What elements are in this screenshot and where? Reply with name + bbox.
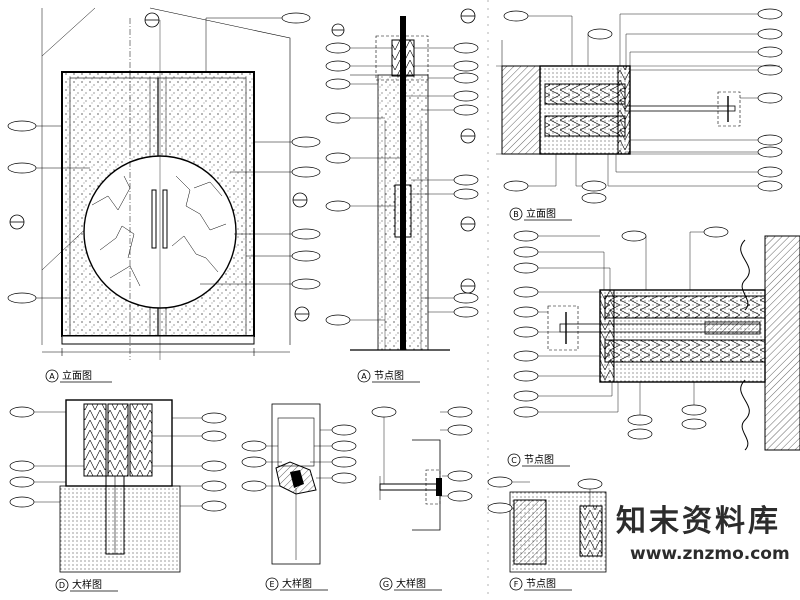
large-detail-2: E 大样图 [241,403,357,591]
node-a-caption: 节点图 [374,370,404,382]
watermark-title: 知末资料库 [616,504,781,539]
large-3-marker: G [383,580,389,589]
node-b-caption: 立面图 [526,207,556,220]
large-1-caption: 大样图 [72,578,102,591]
node-bottom-marker: F [514,580,519,589]
node-b-marker: B [513,210,519,219]
node-c-caption: 节点图 [524,454,554,466]
node-bottom-caption: 节点图 [526,578,556,590]
node-b-section: B 立面图 [496,8,783,221]
watermark: 知末资料库 www.znzmo.com [606,496,800,600]
large-3-caption: 大样图 [396,577,426,590]
elevation-view: A 立面图 [7,7,321,383]
large-2-marker: E [269,580,274,589]
large-detail-3: G 大样图 [371,406,473,591]
elevation-caption: 立面图 [62,369,92,382]
large-2-caption: 大样图 [282,577,312,590]
node-a-marker: A [361,372,367,381]
node-c-section: C 节点图 [507,226,800,467]
node-c-marker: C [511,456,517,465]
watermark-url: www.znzmo.com [630,544,790,564]
large-1-marker: D [59,581,65,590]
node-a-section: A 节点图 [325,8,479,383]
node-bottom-section: F 节点图 [487,476,607,591]
large-detail-1: D 大样图 [9,399,227,592]
elevation-marker: A [49,372,55,381]
